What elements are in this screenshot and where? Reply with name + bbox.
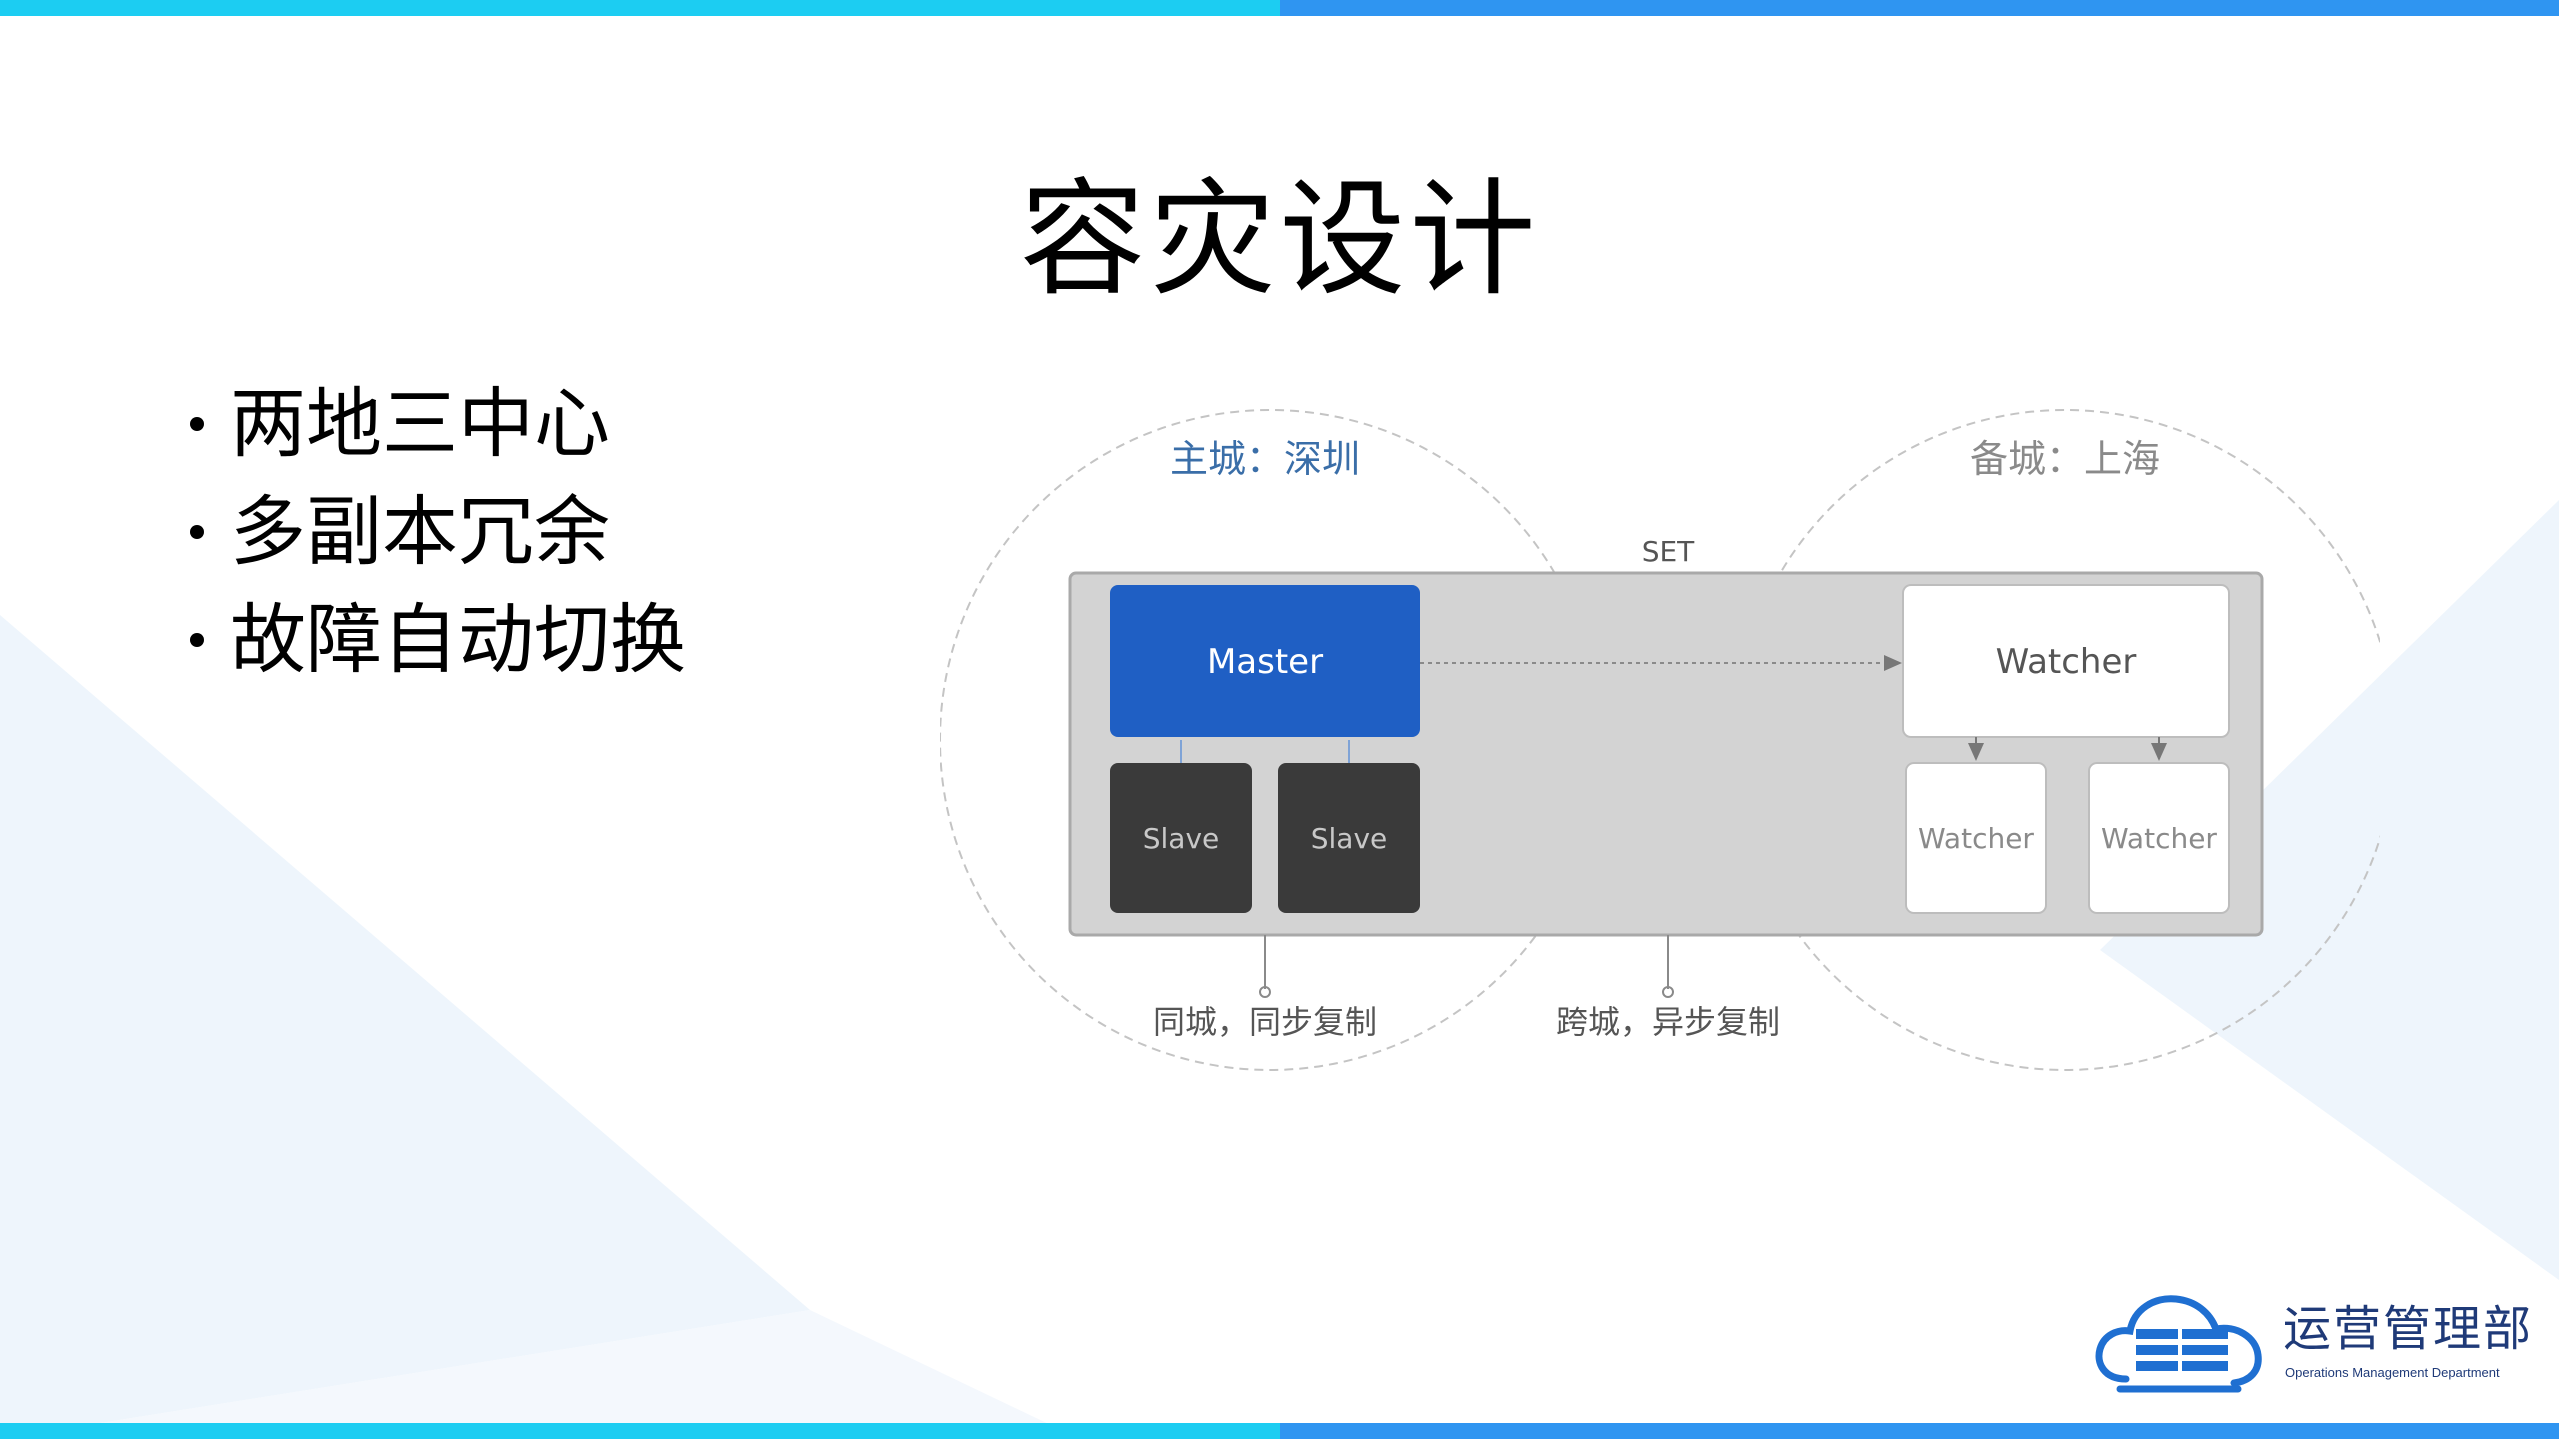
slave-label: Slave [1143, 822, 1220, 855]
watcher-primary-node [1902, 584, 2230, 738]
bullet-text: 多副本冗余 [230, 487, 610, 576]
set-label: SET [1642, 535, 1695, 568]
logo-name: 运营管理部 [2283, 1301, 2534, 1357]
bottom-bar-right-segment [1280, 1423, 2559, 1439]
async-replication-label: 跨城，异步复制 [1556, 1003, 1780, 1041]
logo-subtitle: Operations Management Department [2285, 1365, 2500, 1380]
bullet-dot [190, 633, 204, 647]
top-bar-right-segment [1280, 0, 2559, 16]
bullet-item: 故障自动切换 [190, 586, 686, 694]
top-bar-left-segment [0, 0, 1280, 16]
cloud-server-icon [2095, 1295, 2262, 1393]
slave-node [1110, 763, 1252, 913]
bullet-item: 多副本冗余 [190, 478, 686, 586]
bottom-bar-left-segment [0, 1423, 1280, 1439]
bullet-text: 故障自动切换 [230, 595, 686, 684]
backup-city-label: 备城：上海 [1970, 437, 2160, 481]
bullet-list: 两地三中心 多副本冗余 故障自动切换 [190, 370, 686, 694]
bullet-dot [190, 417, 204, 431]
bottom-accent-bar [0, 1423, 2559, 1439]
watcher-node [2088, 762, 2230, 914]
department-logo: 运营管理部 Operations Management Department [2090, 1285, 2550, 1405]
primary-city-label: 主城：深圳 [1170, 437, 1360, 481]
master-node [1110, 585, 1420, 737]
slide-title: 容灾设计 [1019, 166, 1540, 313]
slave-node [1278, 763, 1420, 913]
bullet-item: 两地三中心 [190, 370, 686, 478]
bullet-dot [190, 525, 204, 539]
top-accent-bar [0, 0, 2559, 16]
async-callout-dot [1662, 986, 1674, 998]
bullet-text: 两地三中心 [230, 379, 610, 468]
watcher-primary-label: Watcher [1996, 642, 2137, 682]
watcher-label: Watcher [1918, 822, 2034, 855]
slave-label: Slave [1311, 822, 1388, 855]
sync-replication-label: 同城，同步复制 [1153, 1003, 1377, 1041]
sync-callout-dot [1259, 986, 1271, 998]
master-label: Master [1207, 642, 1323, 682]
watcher-label: Watcher [2101, 822, 2217, 855]
disaster-recovery-diagram: 主城：深圳 备城：上海 SET Master Slave Slave Watch… [940, 409, 2380, 1071]
watcher-node [1905, 762, 2047, 914]
